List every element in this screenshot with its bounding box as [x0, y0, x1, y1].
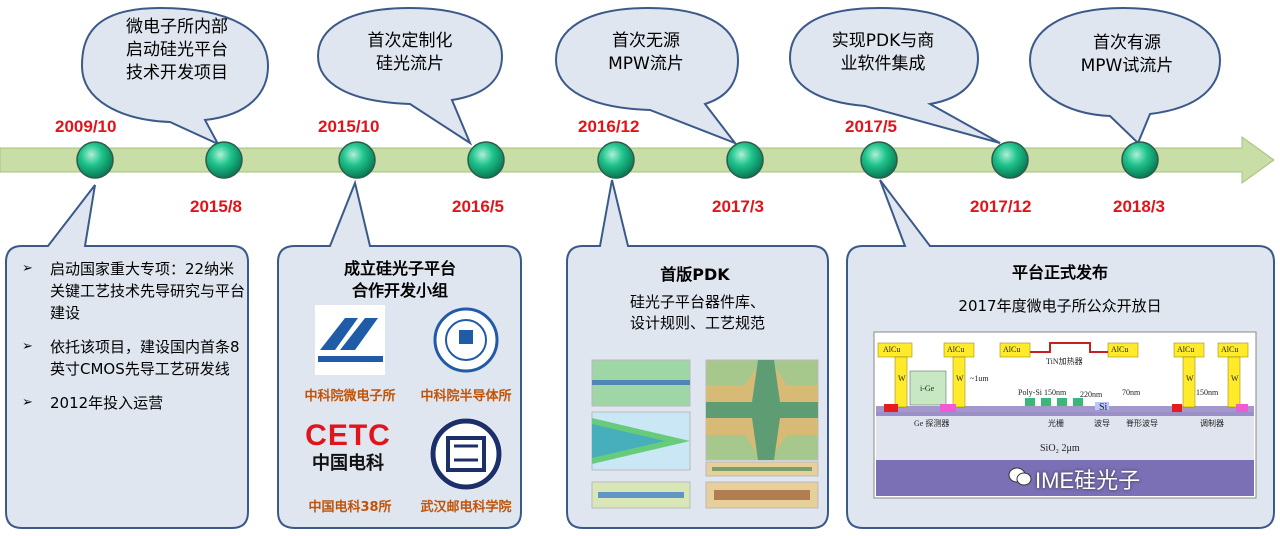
panel-2-title-line: 合作开发小组: [351, 281, 448, 300]
diagram-label: AlCu: [1111, 345, 1129, 354]
year-label: 2009/10: [55, 117, 117, 136]
diagram-label: 调制器: [1200, 419, 1224, 428]
logo-caption: 中国电科38所: [308, 500, 392, 515]
wechat-icon: [1008, 466, 1032, 488]
cetc-logo-text: CETC: [305, 419, 391, 452]
diagram-label: 220nm: [1080, 390, 1103, 399]
diagram-label: 脊形波导: [1126, 419, 1158, 428]
cetc-logo-icon: CETC 中国电科: [304, 420, 392, 482]
bubble-5: 首次有源 MPW试流片: [1042, 32, 1212, 78]
diagram-label: Si: [1099, 402, 1108, 413]
bubble-3-line: MPW流片: [608, 54, 684, 74]
bubble-3: 首次无源 MPW流片: [566, 30, 726, 76]
diagram-label: 70nm: [1122, 388, 1141, 397]
diagram-label: W: [956, 374, 964, 383]
bubble-1-line: 微电子所内部: [126, 17, 228, 37]
bubble-shapes: [80, 6, 1222, 147]
diagram-label: AlCu: [1177, 345, 1195, 354]
wri-logo-icon: [430, 418, 502, 490]
logo-caption: 武汉邮电科学院: [420, 500, 512, 515]
panel-4-title: 平台正式发布: [1011, 263, 1108, 282]
diagram-label: AlCu: [883, 345, 901, 354]
year-label: 2018/3: [1113, 197, 1165, 216]
bullet-arrow-icon: ➢: [22, 395, 33, 410]
bullet-item: ➢ 依托该项目，建设国内首条8英寸CMOS先导工艺研发线: [22, 336, 247, 380]
panel-3-text-line: 设计规则、工艺规范: [629, 314, 765, 332]
year-label: 2015/8: [190, 197, 242, 216]
bubble-4: 实现PDK与商 业软件集成: [798, 30, 968, 76]
diagram-label: Poly-Si 150nm: [1018, 388, 1067, 397]
bubble-1-line: 启动硅光平台: [126, 40, 228, 60]
panel-3-text: 硅光子平台器件库、 设计规则、工艺规范: [585, 292, 810, 334]
bullet-arrow-icon: ➢: [22, 339, 33, 354]
diagram-label: i-Ge: [920, 384, 935, 393]
bullet-text: 启动国家重大专项：22纳米关键工艺技术先导研究与平台建设: [50, 260, 246, 322]
panel-1-bullets: ➢ 启动国家重大专项：22纳米关键工艺技术先导研究与平台建设 ➢ 依托该项目，建…: [22, 258, 247, 426]
diagram-label: SiO₂ 2μm: [1040, 443, 1080, 454]
logo-shapes: [315, 305, 502, 490]
bubble-2: 首次定制化 硅光流片: [330, 30, 490, 76]
diagram-label: Ge 探测器: [914, 419, 950, 428]
bullet-text: 2012年投入运营: [50, 394, 164, 412]
bubble-1: 微电子所内部 启动硅光平台 技术开发项目: [92, 16, 262, 85]
bubble-4-line: 实现PDK与商: [831, 31, 935, 51]
bubble-2-line: 首次定制化: [367, 31, 453, 51]
bullet-arrow-icon: ➢: [22, 261, 33, 276]
bullet-item: ➢ 启动国家重大专项：22纳米关键工艺技术先导研究与平台建设: [22, 258, 247, 324]
diagram-label: ~1um: [970, 374, 989, 383]
year-label: 2017/3: [712, 197, 764, 216]
panel-4-subtitle: 2017年度微电子所公众开放日: [958, 297, 1162, 315]
year-label: 2015/10: [318, 117, 380, 136]
cetc-logo-subtext: 中国电科: [312, 453, 384, 474]
semiconductor-institute-logo-icon: [435, 309, 497, 371]
year-label: 2016/12: [578, 117, 640, 136]
bubble-1-line: 技术开发项目: [126, 63, 228, 83]
logo-caption: 中科院微电子所: [304, 389, 396, 404]
bullet-text: 依托该项目，建设国内首条8英寸CMOS先导工艺研发线: [50, 338, 240, 378]
cross-section-diagram: [873, 331, 1257, 499]
year-label: 2017/12: [970, 197, 1032, 216]
diagram-label: W: [1231, 374, 1239, 383]
diagram-label: 波导: [1094, 419, 1110, 428]
diagram-label: AlCu: [947, 345, 965, 354]
bubble-2-line: 硅光流片: [376, 54, 444, 74]
bubble-5-line: MPW试流片: [1080, 56, 1174, 76]
diagram-label: 光栅: [1048, 419, 1064, 428]
diagram-label: W: [898, 374, 906, 383]
panel-3-title: 首版PDK: [660, 265, 730, 284]
pdk-device-images: [591, 359, 819, 509]
diagram-label: AlCu: [1221, 345, 1239, 354]
logo-caption: 中科院半导体所: [420, 389, 512, 404]
year-label: 2016/5: [452, 197, 504, 216]
diagram-label: AlCu: [1003, 345, 1021, 354]
ime-logo-icon: [315, 305, 385, 375]
bubble-3-line: 首次无源: [612, 31, 680, 51]
diagram-label: 150nm: [1196, 388, 1219, 397]
panel-3-text-line: 硅光子平台器件库、: [629, 293, 765, 311]
timeline-nodes: [76, 141, 1159, 179]
bullet-item: ➢ 2012年投入运营: [22, 392, 247, 414]
diagram-label: W: [1186, 374, 1194, 383]
panel-2-title: 成立硅光子平台 合作开发小组: [300, 258, 500, 302]
watermark: IME硅光子: [1035, 468, 1141, 493]
year-label: 2017/5: [845, 117, 897, 136]
bubble-5-line: 首次有源: [1093, 33, 1161, 53]
bubble-4-line: 业软件集成: [840, 54, 926, 74]
panel-2-title-line: 成立硅光子平台: [343, 259, 456, 278]
timeline-arrow: [0, 136, 1275, 184]
diagram-label: TiN加热器: [1046, 357, 1083, 366]
